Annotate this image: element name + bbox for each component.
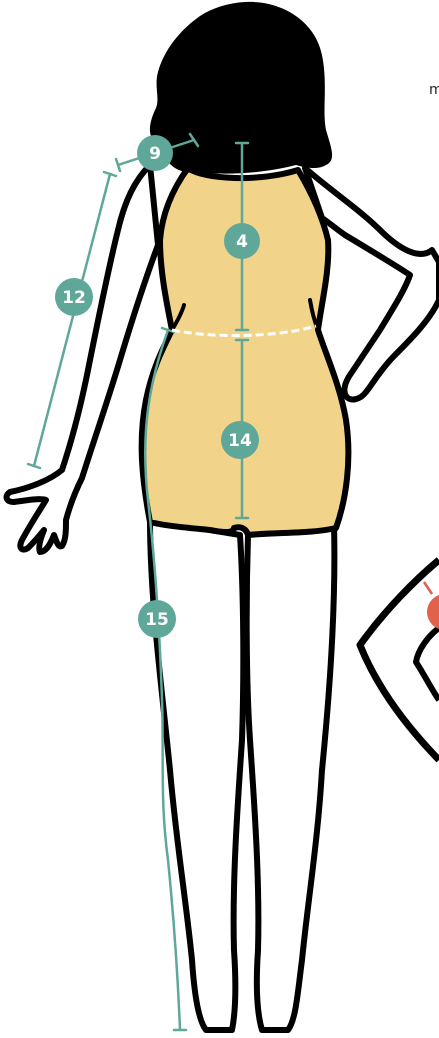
measurement-badge-9: 9: [137, 135, 173, 171]
measurement-number-9: 9: [149, 144, 161, 164]
measurement-badge-4: 4: [224, 223, 260, 259]
legs: [150, 520, 334, 1030]
torso-garment: [142, 168, 349, 535]
cropped-label-text: m: [429, 82, 439, 98]
measurement-number-4: 4: [236, 232, 248, 252]
measurement-number-12: 12: [62, 288, 86, 308]
measurement-badge-14: 14: [221, 421, 259, 459]
measurement-number-14: 14: [228, 431, 252, 451]
cropped-inset-figure: [360, 560, 439, 760]
left-leg: [150, 520, 243, 1030]
right-leg: [247, 525, 335, 1030]
measurement-number-15: 15: [145, 610, 169, 630]
measurement-badge-12: 12: [55, 278, 93, 316]
left-arm: [7, 165, 158, 552]
measurement-badge-15: 15: [138, 600, 176, 638]
